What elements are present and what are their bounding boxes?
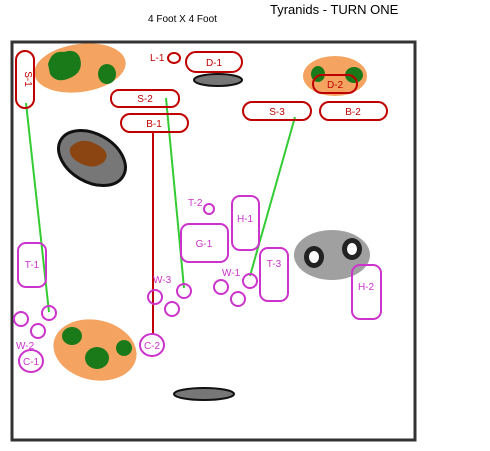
unit-label-d2: D-2 xyxy=(327,80,344,91)
unit-c1[interactable]: C-1 xyxy=(18,349,44,373)
terrain-crater-right xyxy=(294,230,370,280)
unit-c2[interactable]: C-2 xyxy=(139,333,165,357)
terrain-barricade-bottom xyxy=(173,387,235,401)
unit-s1[interactable]: S-1 xyxy=(15,50,35,109)
unit-label-s2: S-2 xyxy=(137,94,153,105)
unit-label-b1: B-1 xyxy=(146,119,162,130)
movement-line-s3 xyxy=(249,116,296,277)
unit-label-g1: G-1 xyxy=(196,239,213,250)
unit-label-s3: S-3 xyxy=(269,107,285,118)
unit-label-b2: B-2 xyxy=(345,107,361,118)
map-title: Tyranids - TURN ONE xyxy=(270,2,399,17)
unit-label-w1: W-1 xyxy=(222,268,241,279)
movement-line-s2 xyxy=(165,97,185,289)
unit-label-s1: S-1 xyxy=(22,71,33,87)
unit-w1[interactable]: W-1 xyxy=(213,268,258,307)
unit-t1[interactable]: T-1 xyxy=(17,242,47,288)
unit-label-c1: C-1 xyxy=(23,357,40,368)
unit-label-w3: W-3 xyxy=(153,275,172,286)
unit-label-c2: C-2 xyxy=(144,341,161,352)
unit-b2[interactable]: B-2 xyxy=(319,101,388,121)
unit-d1[interactable]: D-1 xyxy=(185,51,243,73)
unit-w3[interactable]: W-3 xyxy=(147,275,192,317)
unit-s3[interactable]: S-3 xyxy=(242,101,312,121)
unit-label-d1: D-1 xyxy=(206,58,223,69)
unit-h2[interactable]: H-2 xyxy=(351,264,382,320)
unit-label-w2: W-2 xyxy=(16,341,35,352)
unit-t3[interactable]: T-3 xyxy=(259,247,289,302)
terrain-crater-upper-left xyxy=(57,129,127,187)
terrain-barricade-top xyxy=(193,73,243,87)
unit-b1[interactable]: B-1 xyxy=(120,113,189,133)
terrain-forest-bottom-left xyxy=(53,319,137,381)
unit-label-h2: H-2 xyxy=(358,282,375,293)
unit-d2[interactable]: D-2 xyxy=(312,74,358,94)
board-border xyxy=(10,40,417,442)
unit-label-t2: T-2 xyxy=(188,198,203,209)
unit-label-l1: L-1 xyxy=(150,53,165,64)
unit-w2[interactable]: W-2 xyxy=(13,305,57,352)
unit-h1[interactable]: H-1 xyxy=(231,195,260,251)
unit-label-t1: T-1 xyxy=(25,260,40,271)
unit-s2[interactable]: S-2 xyxy=(110,89,180,108)
unit-t2[interactable]: T-2 xyxy=(188,198,215,215)
terrain-forest-top-left xyxy=(34,43,126,93)
unit-g1[interactable]: G-1 xyxy=(180,223,229,263)
unit-label-h1: H-1 xyxy=(237,214,254,225)
unit-label-t3: T-3 xyxy=(267,259,282,270)
board-size-label: 4 Foot X 4 Foot xyxy=(148,14,217,25)
unit-l1[interactable]: L-1 xyxy=(150,52,181,64)
